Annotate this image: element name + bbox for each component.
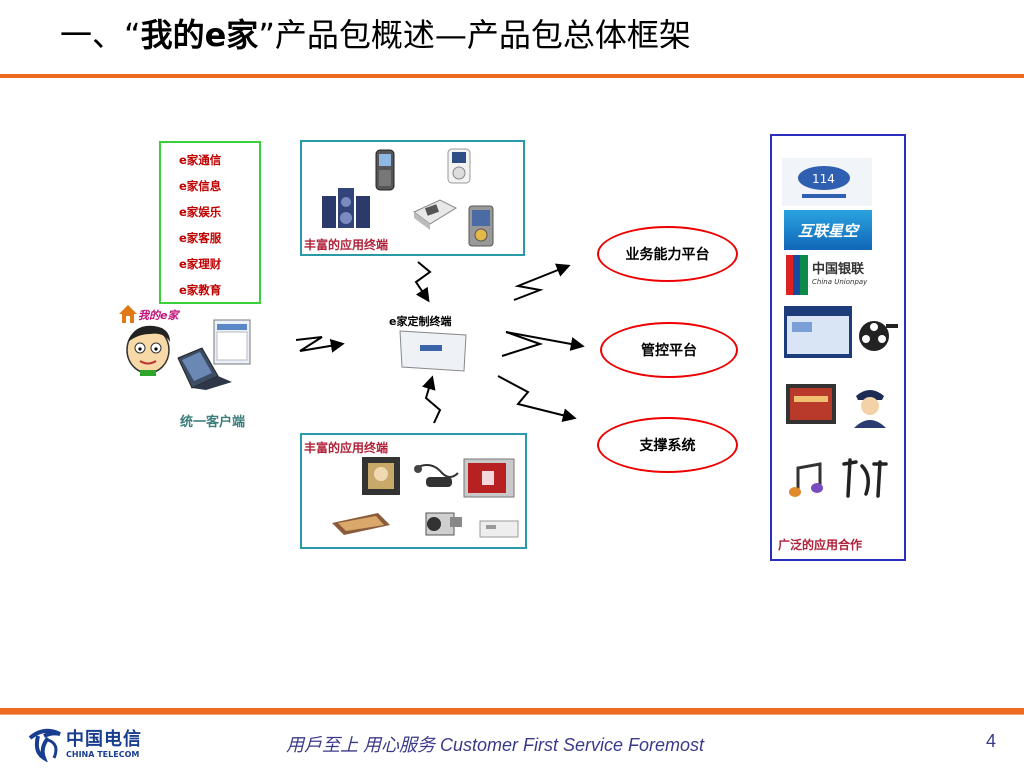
- title-suffix: ”产品包概述—产品包总体框架: [258, 16, 691, 54]
- speaker-system-icon: [322, 188, 370, 228]
- laptop-icon: [177, 319, 251, 390]
- china-telecom-logo-icon: [28, 728, 61, 762]
- service-item: e家信息: [179, 179, 222, 193]
- tv-screen-icon: [786, 384, 836, 424]
- terminals-top-label: 丰富的应用终端: [304, 238, 389, 252]
- logo-text-cn: 中国电信: [66, 729, 142, 750]
- partner-weather-widget: [784, 306, 852, 358]
- unionpay-icon: [786, 255, 808, 295]
- partner-vnet-logo: 互联星空: [784, 210, 872, 250]
- music-notes-icon: [789, 462, 823, 497]
- set-top-box-icon: [479, 520, 519, 538]
- page-title: 一、“我的e家”产品包概述—产品包总体框架: [60, 10, 691, 56]
- television-icon: [463, 458, 515, 498]
- terminals-top-box: 丰富的应用终端: [300, 140, 525, 256]
- support-system-label: 支撑系统: [639, 438, 696, 454]
- control-platform-label: 管控平台: [641, 343, 697, 359]
- arrow-top-to-terminal: [414, 261, 432, 303]
- my-ehome-logo: 我的e家: [118, 304, 198, 326]
- service-item: e家客服: [179, 231, 222, 245]
- service-item: e家娱乐: [179, 205, 222, 219]
- pda-icon: [468, 205, 494, 247]
- service-item: e家教育: [179, 283, 222, 297]
- logo-text: 我的e家: [138, 309, 179, 322]
- handheld-console-icon: [413, 199, 458, 230]
- police-officer-icon: [854, 390, 886, 428]
- footer-slogan: 用戶至上 用心服务 Customer First Service Foremos…: [286, 735, 705, 755]
- business-platform-ellipse: 业务能力平台: [597, 226, 738, 282]
- camcorder-icon: [425, 512, 462, 536]
- custom-terminal-icon: [399, 330, 467, 372]
- partner-114-logo: 114: [782, 158, 872, 206]
- terminals-bottom-label: 丰富的应用终端: [304, 441, 389, 455]
- headset-icon: [414, 464, 459, 487]
- page-number: 4: [986, 731, 997, 751]
- support-system-ellipse: 支撑系统: [597, 417, 738, 473]
- logo-text-en: CHINA TELECOM: [66, 750, 140, 759]
- partner-vnet-text: 互联星空: [797, 221, 858, 240]
- business-platform-label: 业务能力平台: [625, 247, 710, 263]
- user-character-icon: [126, 325, 170, 376]
- terminals-bottom-box: 丰富的应用终端: [300, 433, 527, 549]
- tablet-device-icon: [332, 513, 390, 535]
- footer-divider: [0, 708, 1024, 714]
- service-item: e家理财: [179, 257, 222, 271]
- arrow-client-to-terminal: [295, 336, 345, 353]
- phone-icon: [375, 149, 395, 191]
- photo-frame-icon: [362, 457, 400, 495]
- title-divider: [0, 74, 1024, 78]
- media-player-icon: [447, 148, 471, 184]
- title-prefix: 一、“: [60, 16, 141, 54]
- house-icon: [119, 305, 137, 323]
- arrow-to-control-platform: [501, 331, 585, 357]
- arrow-bottom-to-terminal: [422, 375, 442, 424]
- unionpay-en-text: China Unionpay: [812, 278, 868, 286]
- footer-divider-thin: [0, 714, 1024, 715]
- unionpay-cn-text: 中国银联: [812, 262, 865, 277]
- services-box: e家通信 e家信息 e家娱乐 e家客服 e家理财 e家教育: [159, 141, 261, 304]
- service-item: e家通信: [179, 153, 222, 167]
- film-reel-icon: [859, 321, 898, 351]
- custom-terminal-label: e家定制终端: [389, 315, 452, 328]
- calligraphy-icon: [842, 458, 888, 498]
- title-bold: 我的e家: [140, 16, 259, 54]
- svg-text:114: 114: [812, 172, 835, 186]
- client-label: 统一客户端: [180, 415, 246, 430]
- partners-label: 广泛的应用合作: [778, 538, 863, 552]
- arrow-to-support-system: [497, 375, 577, 423]
- control-platform-ellipse: 管控平台: [600, 322, 738, 378]
- partners-box: 114 互联星空 中国银联 China Unionpay: [770, 134, 906, 561]
- partner-unionpay-logo: 中国银联 China Unionpay: [784, 254, 874, 296]
- arrow-to-business-platform: [513, 263, 571, 301]
